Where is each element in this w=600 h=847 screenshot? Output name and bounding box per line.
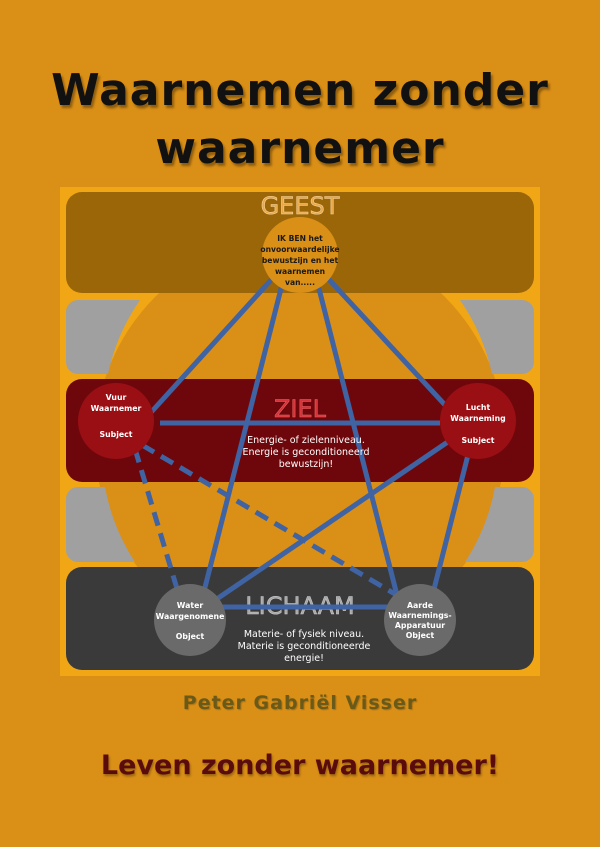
pentagram-diagram: GEEST ZIEL LICHAAM Energie- of zielenniv… xyxy=(60,187,540,676)
line-top-lucht xyxy=(308,257,460,421)
node-top-line-5: van..... xyxy=(285,278,315,287)
node-top-line-2: onvoorwaardelijke xyxy=(260,245,339,254)
author-name: Peter Gabriël Visser xyxy=(182,692,418,714)
ziel-desc-2: Energie is geconditioneerd xyxy=(242,447,369,458)
node-lucht-line-2: Waarneming xyxy=(450,414,505,423)
node-aarde-line-2: Waarnemings- xyxy=(388,611,451,620)
diagram-canvas: GEEST ZIEL LICHAAM Energie- of zielenniv… xyxy=(60,187,540,676)
node-top-line-3: bewustzijn en het xyxy=(262,256,339,265)
dash-vuur-water xyxy=(132,448,181,593)
node-top-line-4: waarnemen xyxy=(275,267,325,276)
node-aarde-line-4: Object xyxy=(406,631,435,640)
ziel-label: ZIEL xyxy=(274,395,327,423)
node-aarde-line-1: Aarde xyxy=(407,601,433,610)
node-lucht-line-1: Lucht xyxy=(466,403,491,412)
title-line-2: waarnemer xyxy=(155,123,445,174)
lichaam-desc-3: energie! xyxy=(284,653,324,664)
node-vuur-line-3: Subject xyxy=(99,430,132,439)
line-top-water xyxy=(197,268,289,608)
line-lucht-aarde xyxy=(429,446,473,598)
book-title: Waarnemen zonder waarnemer xyxy=(0,62,600,178)
node-aarde: Aarde Waarnemings- Apparatuur Object xyxy=(384,584,456,656)
dash-vuur-aarde xyxy=(140,442,402,600)
line-top-aarde xyxy=(311,268,403,608)
node-aarde-line-3: Apparatuur xyxy=(395,621,445,630)
node-water-line-2: Waargenomene xyxy=(156,612,225,621)
node-lucht: Lucht Waarneming Subject xyxy=(440,383,516,459)
lichaam-desc-2: Materie is geconditioneerde xyxy=(238,641,371,652)
line-lucht-water xyxy=(203,434,457,610)
geest-label: GEEST xyxy=(261,192,340,220)
dashed-lines xyxy=(132,442,402,600)
gray-band-upper xyxy=(66,300,534,374)
node-top-line-1: IK BEN het xyxy=(277,234,323,243)
pentagram-lines xyxy=(143,257,473,610)
gray-band-lower xyxy=(66,487,534,562)
lichaam-description: Materie- of fysiek niveau. Materie is ge… xyxy=(238,629,371,664)
node-lucht-line-3: Subject xyxy=(461,436,494,445)
ziel-desc-1: Energie- of zielenniveau. xyxy=(247,435,365,446)
ziel-desc-3: bewustzijn! xyxy=(279,459,333,470)
node-vuur-line-2: Waarnemer xyxy=(91,404,142,413)
node-water: Water Waargenomene Object xyxy=(154,584,226,656)
node-top: IK BEN het onvoorwaardelijke bewustzijn … xyxy=(260,217,340,293)
node-vuur-line-1: Vuur xyxy=(106,393,127,402)
node-vuur: Vuur Waarnemer Subject xyxy=(78,383,154,459)
lichaam-desc-1: Materie- of fysiek niveau. xyxy=(244,629,364,640)
book-subtitle: Leven zonder waarnemer! xyxy=(100,750,500,781)
node-water-line-3: Object xyxy=(176,632,205,641)
node-water-line-1: Water xyxy=(177,601,204,610)
ziel-band xyxy=(66,379,534,482)
ziel-description: Energie- of zielenniveau. Energie is gec… xyxy=(242,435,369,470)
line-top-vuur xyxy=(143,257,292,421)
title-line-1: Waarnemen zonder xyxy=(51,65,549,116)
